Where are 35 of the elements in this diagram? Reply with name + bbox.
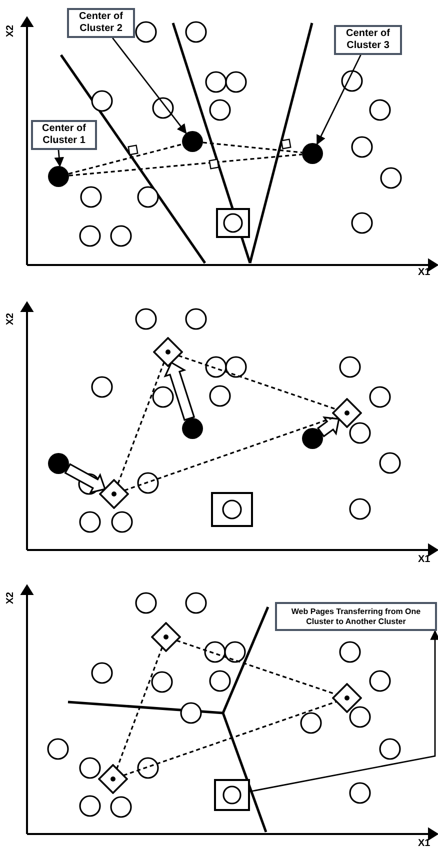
- block-arrow: [164, 361, 196, 421]
- centroid-diamond: [332, 683, 362, 713]
- callout-box: [67, 8, 135, 38]
- axis-label: X1: [418, 839, 430, 849]
- callout-box: [275, 602, 437, 631]
- dashed-line: [178, 354, 337, 410]
- dashed-line: [123, 700, 337, 776]
- callout-text: Center of Cluster 3: [345, 28, 391, 52]
- block-arrow: [64, 463, 106, 494]
- highlight-box: [214, 779, 250, 811]
- arrow: [316, 54, 362, 145]
- dashed-line: [68, 143, 182, 175]
- centroid-diamond: [153, 337, 183, 367]
- arrow: [54, 150, 64, 168]
- callout-text: Center of Cluster 2: [78, 10, 124, 36]
- dashed-line: [202, 142, 302, 154]
- axis-label: X2: [6, 592, 16, 604]
- axis-label: X1: [418, 555, 430, 565]
- axis-label: X2: [6, 312, 16, 326]
- arrow: [112, 38, 187, 134]
- dashed-line: [68, 154, 302, 176]
- centroid-diamond: [151, 622, 181, 652]
- axis-label: X1: [418, 268, 430, 278]
- block-arrow: [316, 416, 340, 438]
- centroid-diamond: [99, 479, 129, 509]
- callout-box: [334, 25, 402, 55]
- centroid-diamond: [98, 764, 128, 794]
- callout-text: Center of Cluster 1: [41, 122, 87, 148]
- callout-box: [31, 120, 97, 150]
- arrow: [250, 630, 438, 792]
- dashed-line: [117, 362, 165, 484]
- axis-label: X2: [6, 24, 16, 38]
- centroid-diamond: [332, 398, 362, 428]
- dashed-line: [116, 646, 163, 770]
- callout-text: Web Pages Transferring from One Cluster to Another Cluster: [290, 606, 422, 626]
